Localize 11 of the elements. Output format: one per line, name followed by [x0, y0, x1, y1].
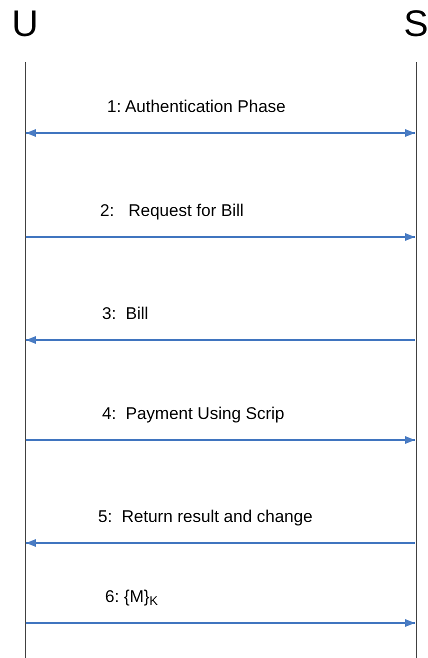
arrow	[26, 539, 415, 547]
arrow	[26, 436, 415, 444]
arrow	[26, 233, 415, 241]
arrow	[26, 129, 415, 137]
edge-label: 6: {M}$_{K}$	[103, 587, 160, 607]
arrow	[26, 336, 415, 344]
participant-label: U	[12, 2, 38, 46]
participant-label: S	[404, 2, 428, 46]
edge-label: 4: Payment Using Scrip	[100, 404, 286, 424]
arrow	[26, 619, 415, 627]
edge-label: 5: Return result and change	[96, 507, 315, 527]
